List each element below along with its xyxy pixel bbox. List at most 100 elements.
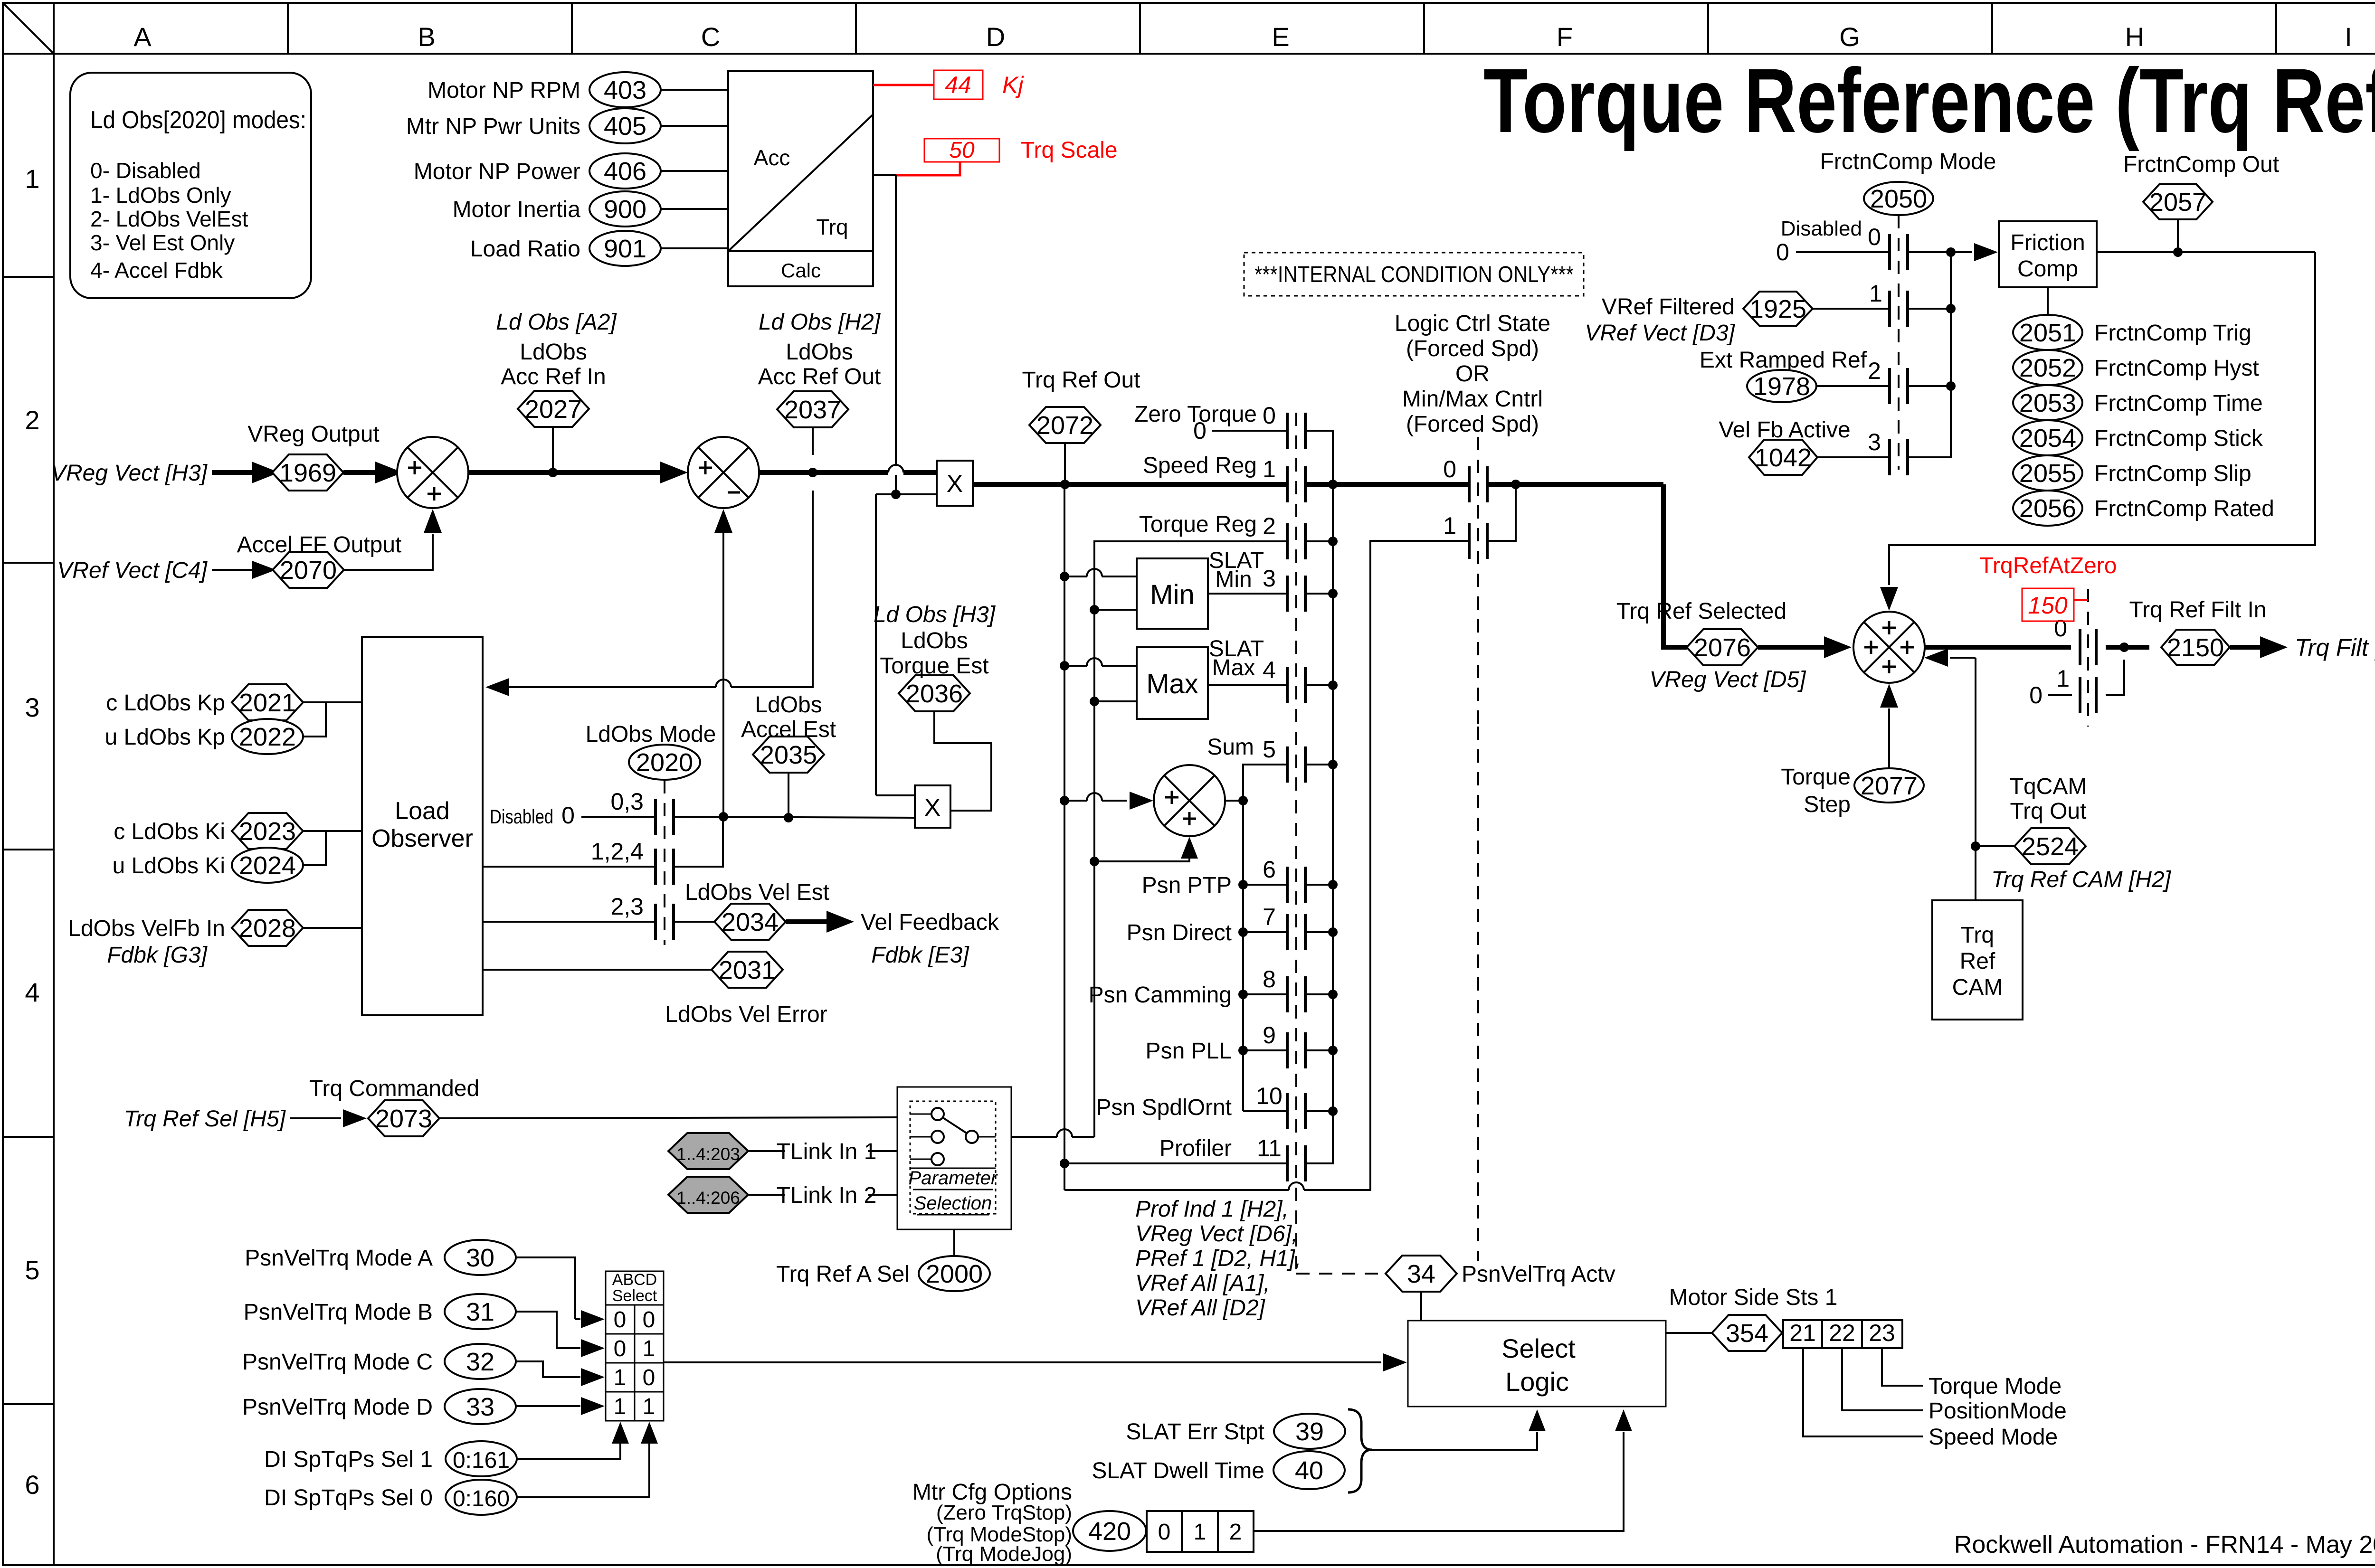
svg-text:0: 0	[1868, 224, 1881, 250]
svg-text:2054: 2054	[2019, 424, 2076, 453]
svg-text:2035: 2035	[760, 741, 817, 769]
svg-text:Trq Commanded: Trq Commanded	[309, 1076, 479, 1101]
svg-text:c LdObs Ki: c LdObs Ki	[114, 819, 225, 844]
svg-text:PositionMode: PositionMode	[1928, 1398, 2067, 1424]
svg-text:30: 30	[466, 1244, 494, 1272]
svg-text:50: 50	[949, 138, 975, 163]
svg-text:OR: OR	[1455, 361, 1490, 387]
svg-text:2031: 2031	[719, 956, 776, 984]
svg-text:Motor NP RPM: Motor NP RPM	[428, 78, 580, 103]
svg-text:Psn Direct: Psn Direct	[1127, 920, 1232, 945]
svg-text:2: 2	[1229, 1520, 1242, 1545]
svg-text:Selection: Selection	[914, 1193, 992, 1214]
svg-text:32: 32	[466, 1348, 494, 1376]
svg-text:3: 3	[1263, 565, 1276, 592]
svg-text:2524: 2524	[2022, 832, 2079, 861]
svg-text:LdObs: LdObs	[901, 628, 968, 653]
svg-text:FrctnComp Rated: FrctnComp Rated	[2094, 496, 2274, 521]
svg-text:Ext Ramped Ref: Ext Ramped Ref	[1700, 348, 1867, 373]
svg-text:6: 6	[25, 1470, 39, 1500]
svg-text:SLAT Dwell Time: SLAT Dwell Time	[1092, 1458, 1264, 1483]
svg-text:Friction: Friction	[2010, 230, 2085, 255]
svg-text:3- Vel Est Only: 3- Vel Est Only	[90, 230, 235, 255]
svg-text:Trq Ref Out: Trq Ref Out	[1022, 368, 1140, 393]
svg-text:1- LdObs Only: 1- LdObs Only	[90, 183, 231, 208]
svg-text:31: 31	[466, 1298, 494, 1326]
svg-text:901: 901	[604, 235, 646, 263]
svg-text:B: B	[418, 22, 435, 52]
svg-text:2055: 2055	[2019, 459, 2076, 488]
svg-text:0,3: 0,3	[610, 788, 644, 815]
svg-text:Select: Select	[612, 1287, 657, 1305]
svg-text:***INTERNAL CONDITION ONLY***: ***INTERNAL CONDITION ONLY***	[1254, 262, 1574, 287]
svg-text:2077: 2077	[1861, 772, 1918, 800]
svg-text:Prof Ind 1 [H2],: Prof Ind 1 [H2],	[1135, 1197, 1289, 1222]
svg-text:(Trq ModeStop): (Trq ModeStop)	[927, 1523, 1072, 1546]
svg-text:FrctnComp Stick: FrctnComp Stick	[2094, 426, 2263, 451]
svg-text:0: 0	[561, 802, 575, 829]
svg-text:Ld Obs [A2]: Ld Obs [A2]	[496, 310, 617, 335]
svg-text:Motor Inertia: Motor Inertia	[453, 197, 581, 222]
svg-text:SLAT: SLAT	[1209, 548, 1264, 573]
svg-text:1: 1	[614, 1365, 627, 1390]
svg-text:LdObs Vel Error: LdObs Vel Error	[665, 1002, 827, 1027]
svg-text:354: 354	[1726, 1319, 1768, 1348]
svg-text:8: 8	[1263, 966, 1276, 992]
svg-text:Ld Obs [H3]: Ld Obs [H3]	[874, 602, 996, 627]
svg-text:1: 1	[614, 1394, 627, 1419]
svg-text:9: 9	[1263, 1022, 1276, 1048]
svg-text:2000: 2000	[926, 1260, 983, 1288]
svg-text:FrctnComp Out: FrctnComp Out	[2123, 152, 2279, 177]
svg-text:Torque Reference (Trq Ref): Torque Reference (Trq Ref)	[1483, 49, 2375, 151]
svg-text:(Zero TrqStop): (Zero TrqStop)	[936, 1501, 1072, 1524]
svg-text:40: 40	[1295, 1456, 1323, 1485]
svg-text:3: 3	[1868, 429, 1881, 455]
svg-text:PsnVelTrq Mode B: PsnVelTrq Mode B	[244, 1300, 433, 1325]
svg-text:Trq: Trq	[1961, 923, 1994, 948]
svg-text:VReg Vect [H3]: VReg Vect [H3]	[51, 461, 208, 486]
svg-text:Accel FF Output: Accel FF Output	[237, 532, 402, 557]
svg-text:Psn PLL: Psn PLL	[1146, 1039, 1232, 1064]
svg-text:Psn Camming: Psn Camming	[1089, 982, 1232, 1008]
svg-text:DI SpTqPs Sel 0: DI SpTqPs Sel 0	[264, 1485, 433, 1511]
svg-text:1..4:206: 1..4:206	[676, 1188, 740, 1208]
svg-text:11: 11	[1257, 1135, 1282, 1162]
svg-text:(Trq ModeJog): (Trq ModeJog)	[936, 1542, 1072, 1566]
svg-text:1925: 1925	[1749, 295, 1806, 323]
svg-text:0: 0	[614, 1336, 627, 1361]
svg-text:Accel Est: Accel Est	[741, 717, 836, 742]
svg-text:1,2,4: 1,2,4	[591, 838, 644, 865]
svg-text:H: H	[2125, 22, 2144, 52]
svg-text:CAM: CAM	[1952, 975, 2003, 1000]
svg-text:22: 22	[1829, 1320, 1855, 1346]
svg-text:4- Accel Fdbk: 4- Accel Fdbk	[90, 258, 223, 283]
svg-text:Trq Ref A Sel: Trq Ref A Sel	[776, 1262, 910, 1287]
svg-text:VReg Vect [D6],: VReg Vect [D6],	[1135, 1221, 1298, 1247]
svg-text:Torque: Torque	[1781, 765, 1851, 790]
svg-text:2150: 2150	[2167, 633, 2224, 662]
svg-text:Acc: Acc	[754, 145, 790, 170]
svg-text:Trq Ref Selected: Trq Ref Selected	[1616, 599, 1786, 624]
svg-text:LdObs Mode: LdObs Mode	[586, 722, 716, 747]
svg-text:Vel Fb Active: Vel Fb Active	[1719, 417, 1850, 443]
svg-text:TrqRefAtZero: TrqRefAtZero	[1980, 553, 2117, 578]
svg-text:PsnVelTrq Mode C: PsnVelTrq Mode C	[242, 1350, 433, 1375]
svg-text:0:161: 0:161	[453, 1448, 510, 1473]
svg-text:1: 1	[1263, 456, 1276, 482]
svg-text:7: 7	[1263, 904, 1276, 930]
svg-text:F: F	[1557, 22, 1573, 52]
svg-text:VRef Vect [D3]: VRef Vect [D3]	[1585, 321, 1735, 346]
svg-text:PsnVelTrq Actv: PsnVelTrq Actv	[1462, 1262, 1615, 1287]
svg-text:2051: 2051	[2019, 319, 2076, 347]
svg-text:2070: 2070	[280, 556, 337, 585]
svg-text:0:160: 0:160	[453, 1486, 510, 1511]
svg-text:1: 1	[643, 1336, 656, 1361]
svg-text:PsnVelTrq Mode D: PsnVelTrq Mode D	[242, 1395, 433, 1420]
svg-text:10: 10	[1256, 1083, 1282, 1109]
svg-text:4: 4	[1263, 657, 1276, 683]
svg-text:2034: 2034	[722, 908, 779, 936]
svg-text:2: 2	[1868, 358, 1881, 384]
svg-text:0: 0	[643, 1365, 656, 1390]
svg-text:DI SpTqPs Sel 1: DI SpTqPs Sel 1	[264, 1447, 433, 1472]
svg-text:21: 21	[1789, 1320, 1816, 1346]
